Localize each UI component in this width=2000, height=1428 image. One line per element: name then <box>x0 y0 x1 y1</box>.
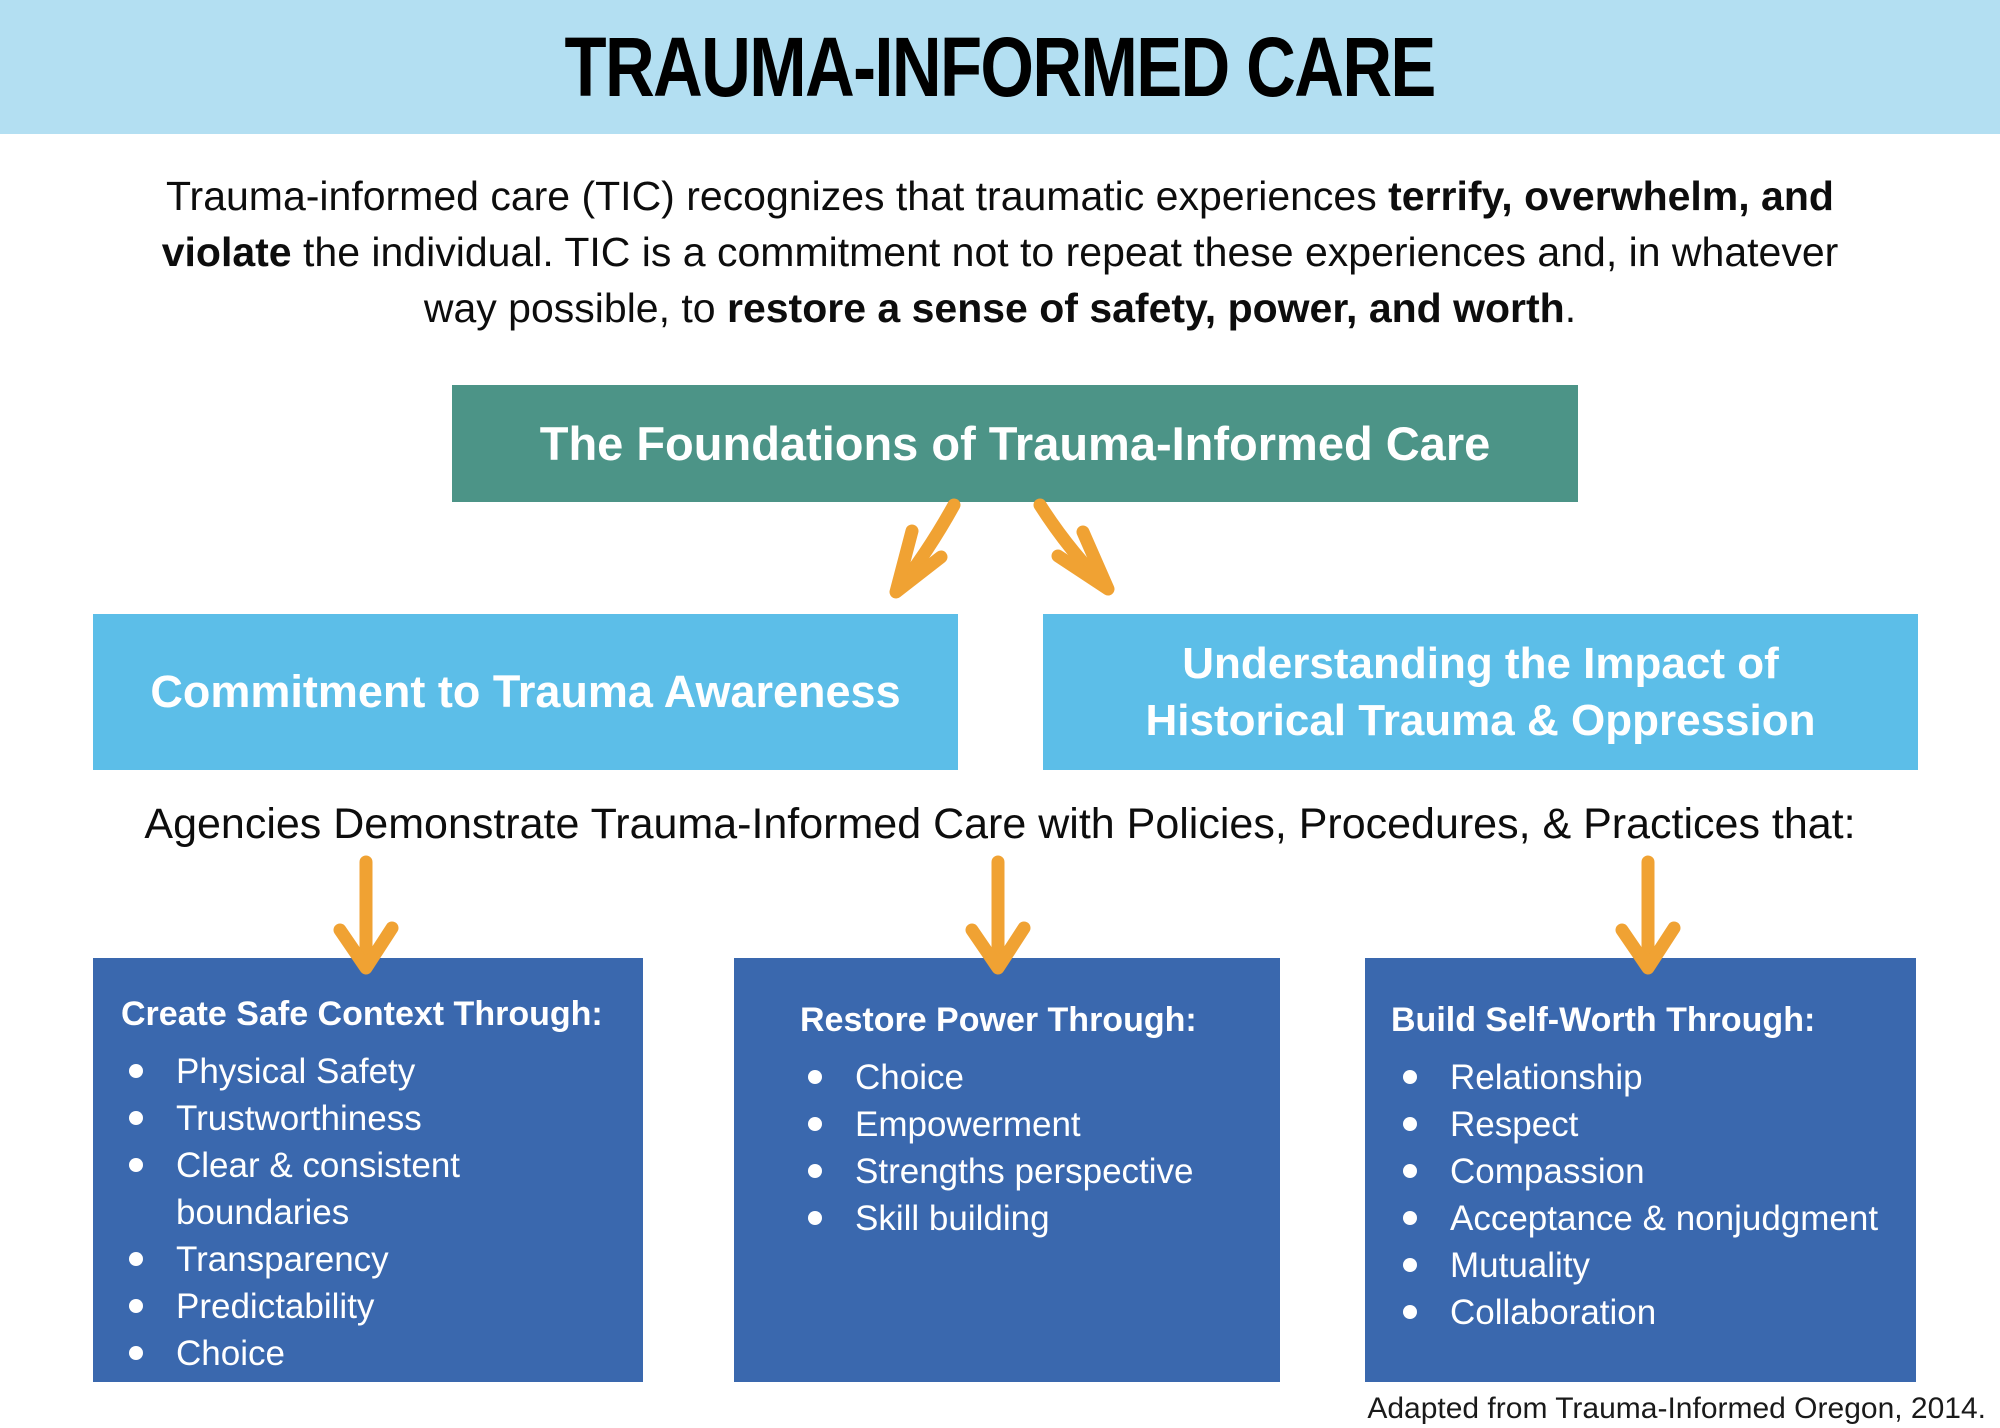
list-item-label: Collaboration <box>1450 1293 1657 1332</box>
pillar-restore-power: Restore Power Through: Choice Empowermen… <box>734 958 1280 1382</box>
pillar-heading: Build Self-Worth Through: <box>1391 1001 1816 1039</box>
list-item: Predictability <box>93 1283 593 1330</box>
header-banner: TRAUMA-INFORMED CARE <box>0 0 2000 134</box>
list-item: Physical Safety <box>93 1048 593 1095</box>
list-item-label: Acceptance & nonjudgment <box>1450 1199 1879 1238</box>
arrow-down-icon <box>965 855 1031 975</box>
page-title: TRAUMA-INFORMED CARE <box>564 19 1437 114</box>
list-item: Skill building <box>734 1195 1280 1242</box>
list-item: Clear & consistent boundaries <box>93 1142 593 1236</box>
branch-box-label: Commitment to Trauma Awareness <box>150 666 901 717</box>
pillar-list: Relationship Respect Compassion Acceptan… <box>1365 1054 1916 1336</box>
pillar-list: Choice Empowerment Strengths perspective… <box>734 1054 1280 1242</box>
arrow-down-left-icon <box>889 498 961 599</box>
foundations-box: The Foundations of Trauma-Informed Care <box>452 385 1578 502</box>
pillar-build-self-worth: Build Self-Worth Through: Relationship R… <box>1365 958 1916 1382</box>
list-item-label: Compassion <box>1450 1152 1645 1191</box>
list-item: Collaboration <box>1365 1289 1916 1336</box>
list-item-label: Choice <box>176 1334 285 1373</box>
intro-text: . <box>1564 285 1577 331</box>
branch-box-historical-trauma: Understanding the Impact of Historical T… <box>1043 614 1918 770</box>
list-item-label: Empowerment <box>855 1105 1081 1144</box>
list-item: Acceptance & nonjudgment <box>1365 1195 1916 1242</box>
list-item-label: Predictability <box>176 1287 375 1326</box>
list-item-label: Skill building <box>855 1199 1050 1238</box>
branch-box-label-line1: Understanding the Impact of <box>1182 639 1779 688</box>
list-item-label: Relationship <box>1450 1058 1643 1097</box>
branch-box-label-line2: Historical Trauma & Oppression <box>1145 696 1816 745</box>
arrow-down-icon <box>333 855 399 975</box>
list-item-label: Strengths perspective <box>855 1152 1194 1191</box>
intro-line-2: violate the individual. TIC is a commitm… <box>0 224 2000 280</box>
intro-paragraph: Trauma-informed care (TIC) recognizes th… <box>0 168 2000 336</box>
list-item-label: Clear & consistent boundaries <box>176 1146 461 1232</box>
list-item: Mutuality <box>1365 1242 1916 1289</box>
intro-line-1: Trauma-informed care (TIC) recognizes th… <box>0 168 2000 224</box>
pillar-list: Physical Safety Trustworthiness Clear & … <box>93 1048 593 1377</box>
list-item-label: Mutuality <box>1450 1246 1591 1285</box>
branch-box-trauma-awareness: Commitment to Trauma Awareness <box>93 614 958 770</box>
pillar-heading: Restore Power Through: <box>800 1001 1197 1039</box>
intro-text-bold: restore a sense of safety, power, and wo… <box>726 285 1565 331</box>
list-item: Relationship <box>1365 1054 1916 1101</box>
list-item: Empowerment <box>734 1101 1280 1148</box>
agencies-statement: Agencies Demonstrate Trauma-Informed Car… <box>144 800 1856 848</box>
pillar-create-safe-context: Create Safe Context Through: Physical Sa… <box>93 958 643 1382</box>
list-item: Choice <box>734 1054 1280 1101</box>
intro-text-bold: violate <box>161 229 292 275</box>
intro-text: Trauma-informed care (TIC) recognizes th… <box>166 173 1389 219</box>
list-item: Transparency <box>93 1236 593 1283</box>
attribution: Adapted from Trauma-Informed Oregon, 201… <box>1367 1392 1986 1425</box>
list-item-label: Physical Safety <box>176 1052 416 1091</box>
intro-text: way possible, to <box>423 285 727 331</box>
list-item: Trustworthiness <box>93 1095 593 1142</box>
list-item: Strengths perspective <box>734 1148 1280 1195</box>
list-item: Compassion <box>1365 1148 1916 1195</box>
intro-line-3: way possible, to restore a sense of safe… <box>0 280 2000 336</box>
intro-text: the individual. TIC is a commitment not … <box>291 229 1839 275</box>
intro-text-bold: terrify, overwhelm, and <box>1388 173 1834 219</box>
arrow-down-icon <box>1615 855 1681 975</box>
pillar-heading: Create Safe Context Through: <box>121 995 603 1033</box>
arrow-down-right-icon <box>1033 498 1115 596</box>
list-item-label: Transparency <box>176 1240 389 1279</box>
list-item: Choice <box>93 1330 593 1377</box>
foundations-box-label: The Foundations of Trauma-Informed Care <box>539 417 1491 470</box>
list-item-label: Respect <box>1450 1105 1579 1144</box>
list-item: Respect <box>1365 1101 1916 1148</box>
list-item-label: Choice <box>855 1058 964 1097</box>
list-item-label: Trustworthiness <box>176 1099 422 1138</box>
